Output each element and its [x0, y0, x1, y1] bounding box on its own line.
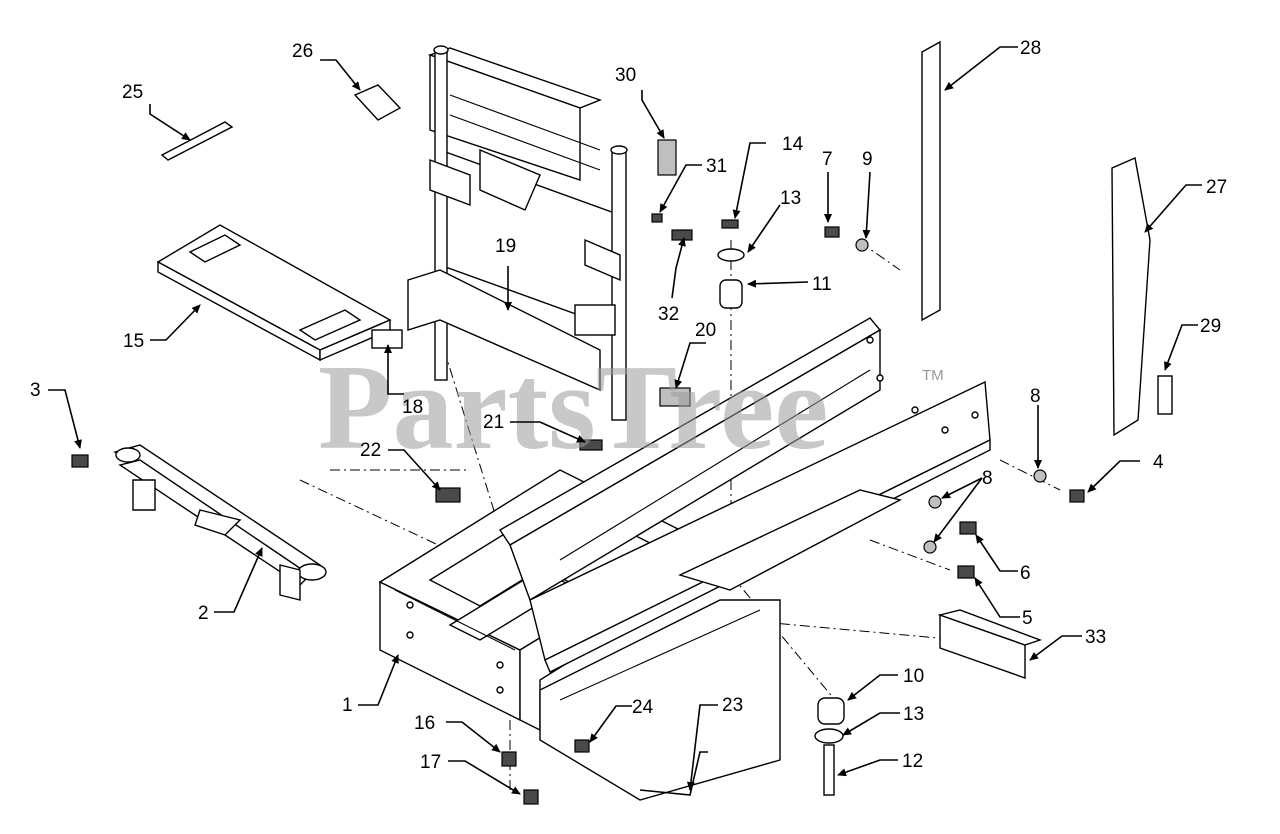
- nut-16: [501, 751, 517, 767]
- callout-5: 5: [1022, 608, 1033, 629]
- leader-lines: [48, 46, 1202, 795]
- spacer-10: [817, 697, 845, 725]
- bolt-31: [651, 213, 663, 223]
- spacer-30: [657, 139, 677, 176]
- callout-12: 12: [902, 751, 923, 772]
- watermark: PartsTree TM: [318, 340, 944, 475]
- callout-17: 17: [420, 752, 441, 773]
- panel-27: [1111, 157, 1151, 437]
- callout-4: 4: [1153, 452, 1164, 473]
- callout-22: 22: [360, 440, 381, 461]
- washer-13-lower: [814, 728, 844, 744]
- bolt-6: [959, 521, 977, 535]
- callout-3: 3: [30, 380, 41, 401]
- screw-14: [721, 219, 739, 229]
- callout-6: 6: [1020, 563, 1031, 584]
- bolt-3: [71, 454, 89, 468]
- callout-24: 24: [632, 697, 654, 718]
- callout-31: 31: [706, 156, 727, 177]
- callout-1: 1: [342, 695, 353, 716]
- fitting-22: [435, 487, 461, 503]
- callout-14: 14: [782, 134, 804, 155]
- pin-32: [671, 229, 693, 241]
- nut-17: [523, 789, 539, 805]
- strap-25: [160, 121, 234, 161]
- callout-8-right: 8: [1030, 386, 1041, 407]
- washer-13-top: [717, 248, 745, 262]
- callout-32: 32: [658, 304, 679, 325]
- rod-23: [639, 751, 708, 796]
- callout-33: 33: [1085, 627, 1106, 648]
- callout-8-middle: 8: [982, 468, 993, 489]
- callout-29: 29: [1200, 316, 1221, 337]
- callout-numbers: 1 2 3 4 5 6 7 8 8 9 10 11 12 13 13 14 15…: [30, 38, 1227, 773]
- callout-16: 16: [414, 713, 435, 734]
- nut-8a: [1033, 469, 1047, 483]
- callout-13-top: 13: [780, 188, 801, 209]
- callout-25: 25: [122, 82, 143, 103]
- side-panels: [921, 40, 1151, 437]
- bushing-11: [719, 279, 743, 309]
- callout-20: 20: [695, 320, 716, 341]
- seat-pan: [156, 224, 392, 362]
- nut-8b: [928, 495, 942, 509]
- bolt-5: [957, 565, 975, 579]
- bolt-4: [1069, 489, 1085, 503]
- bolt-7: [824, 226, 840, 238]
- callout-27: 27: [1206, 177, 1227, 198]
- callout-18: 18: [402, 397, 423, 418]
- callout-26: 26: [292, 41, 313, 62]
- callout-2: 2: [198, 603, 209, 624]
- callout-7: 7: [822, 149, 833, 170]
- callout-23: 23: [722, 695, 743, 716]
- callout-21: 21: [483, 412, 504, 433]
- clip-24: [574, 739, 590, 753]
- bolt-12: [823, 744, 835, 796]
- seat-support-upright: [407, 45, 628, 421]
- nut-9: [855, 238, 869, 252]
- panel-28: [921, 40, 941, 322]
- callout-9: 9: [862, 149, 873, 170]
- callout-15: 15: [123, 331, 144, 352]
- callout-13-lower: 13: [903, 704, 924, 725]
- watermark-text: PartsTree: [318, 340, 828, 475]
- small-parts: [71, 84, 1173, 805]
- plate-26: [353, 84, 402, 121]
- callout-10: 10: [903, 666, 924, 687]
- handle-bar: [113, 444, 327, 601]
- side-rails: [499, 317, 991, 673]
- callout-30: 30: [615, 65, 636, 86]
- nut-8c: [923, 540, 937, 554]
- callout-11: 11: [812, 274, 832, 295]
- callout-28: 28: [1020, 38, 1041, 59]
- callout-19: 19: [495, 236, 516, 257]
- watermark-tm: TM: [922, 367, 944, 384]
- spacer-29: [1157, 375, 1173, 415]
- bolt-21: [579, 439, 603, 451]
